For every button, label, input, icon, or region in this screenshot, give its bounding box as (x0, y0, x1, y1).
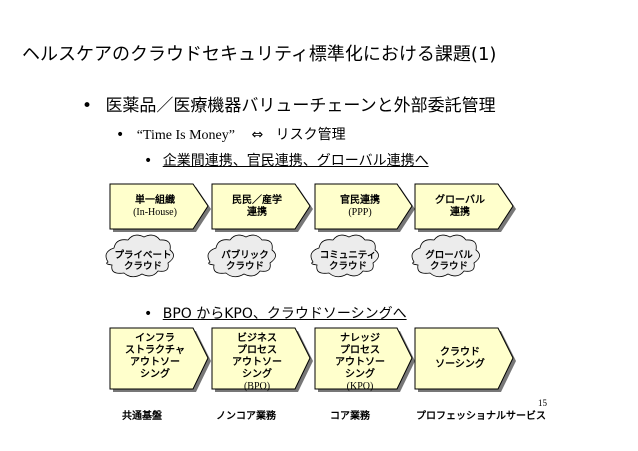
label-professional: プロフェッショナルサービス (416, 411, 546, 422)
box-line: (PPP) (348, 207, 372, 218)
bullet-outsourcing: • BPO からKPO、クラウドソーシングへ (144, 303, 407, 323)
cloud-line: クラウド (429, 261, 468, 272)
row1-box-1 (109, 183, 209, 230)
row2-box-3-label: ナレッジ プロセス アウトソー シング (KPO) (315, 333, 405, 393)
cloud-line: パブリック (221, 250, 269, 261)
bullet-dot: • (82, 96, 93, 116)
row2-shapes (109, 327, 516, 392)
cloud-2 (207, 234, 276, 278)
cloud-3 (310, 234, 379, 278)
cloud-4-label: グローバル クラウド (416, 250, 482, 272)
row1-box-3-label: 官民連携 (PPP) (315, 195, 405, 219)
box-line: 単一組織 (135, 195, 175, 206)
row2-box-2 (211, 327, 311, 390)
slide-title: ヘルスケアのクラウドセキュリティ標準化における課題(1) (22, 44, 497, 65)
box-line: グローバル (435, 195, 485, 206)
cloud-line: グローバル (425, 250, 473, 261)
bullet-time-is-money: • “Time Is Money” ⇔ リスク管理 (116, 124, 346, 144)
bullet-dot: • (144, 153, 153, 169)
row2-box-3 (314, 327, 413, 390)
cloud-2-label: パブリック クラウド (212, 250, 278, 272)
bullet-dot: • (144, 306, 153, 322)
bullet-dot: • (116, 127, 125, 143)
row1-shapes (109, 183, 516, 232)
box-line: プロセス (340, 345, 380, 356)
bullet-text: 医薬品／医療機器バリューチェーンと外部委託管理 (105, 96, 496, 116)
cloud-1-label: プライベート クラウド (110, 250, 176, 272)
cloud-4 (411, 234, 480, 278)
box-line: クラウド (440, 347, 480, 358)
box-line: (KPO) (346, 381, 374, 392)
row2-box-1 (109, 327, 209, 390)
cloud-line: コミュニティ (319, 250, 377, 261)
box-line: (BPO) (243, 381, 271, 392)
label-common-base: 共通基盤 (122, 411, 162, 422)
box-line: ソーシング (435, 359, 485, 370)
box-line: 民民／産学 (232, 195, 282, 206)
slide-number: 15 (538, 398, 547, 408)
bullet-text: 企業間連携、官民連携、グローバル連携へ (162, 153, 429, 169)
box-line: シング (345, 369, 375, 380)
box-line: ビジネス (237, 333, 277, 344)
row1-box-2-label: 民民／産学 連携 (212, 195, 302, 219)
box-line: アウトソー (232, 357, 282, 368)
row1-box-1-label: 単一組織 (In-House) (110, 195, 200, 219)
box-line: シング (242, 369, 272, 380)
cloud-line: クラウド (225, 261, 264, 272)
row2-box-4 (414, 327, 514, 390)
box-line: シング (140, 369, 170, 380)
bullet-text-en: “Time Is Money” (136, 128, 235, 143)
box-line: アウトソー (130, 357, 180, 368)
bullet-value-chain: • 医薬品／医療機器バリューチェーンと外部委託管理 (82, 91, 496, 116)
row1-box-4-label: グローバル 連携 (415, 195, 505, 219)
cloud-3-label: コミュニティ クラウド (315, 250, 381, 272)
bullet-collaboration: • 企業間連携、官民連携、グローバル連携へ (144, 150, 429, 170)
row1-box-4 (414, 183, 514, 230)
double-arrow-icon: ⇔ (251, 127, 264, 143)
cloud-line: クラウド (123, 261, 162, 272)
row2-box-2-label: ビジネス プロセス アウトソー シング (BPO) (212, 333, 302, 393)
row2-box-1-label: インフラ ストラクチャ アウトソー シング (110, 333, 200, 381)
label-noncore: ノンコア業務 (216, 411, 276, 422)
box-line: 連携 (450, 207, 470, 218)
row1-clouds (105, 234, 480, 278)
box-line: 連携 (247, 207, 267, 218)
box-line: ストラクチャ (125, 345, 185, 356)
box-line: ナレッジ (340, 333, 380, 344)
cloud-1 (105, 234, 174, 278)
row1-box-3 (314, 183, 413, 230)
box-line: インフラ (135, 333, 175, 344)
cloud-line: プライベート (114, 250, 172, 261)
box-line: アウトソー (335, 357, 385, 368)
bullet-text-jp: リスク管理 (275, 127, 346, 143)
row1-box-2 (211, 183, 311, 230)
box-line: 官民連携 (340, 195, 380, 206)
cloud-line: クラウド (328, 261, 367, 272)
box-line: (In-House) (133, 207, 177, 218)
row2-box-4-label: クラウド ソーシング (415, 347, 505, 371)
bullet-text: BPO からKPO、クラウドソーシングへ (162, 306, 407, 322)
label-core: コア業務 (330, 411, 370, 422)
box-line: プロセス (237, 345, 277, 356)
